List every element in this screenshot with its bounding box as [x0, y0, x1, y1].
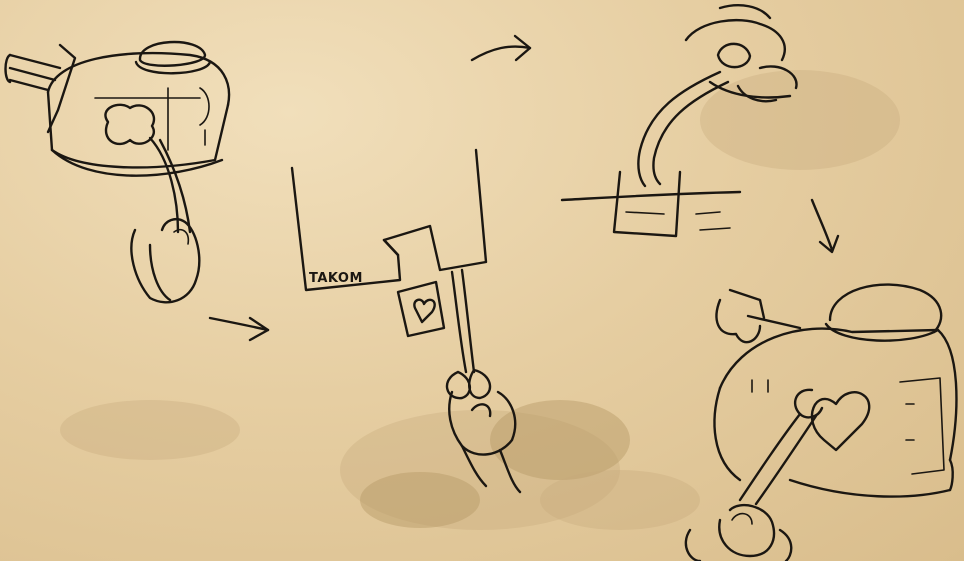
turret-sketch-icon	[6, 42, 230, 176]
paper-stains	[60, 70, 900, 530]
arrow-icon	[812, 200, 838, 252]
decal-sheet: TAKOM	[292, 150, 486, 290]
hand-sketch-icon	[686, 390, 822, 561]
heart-decal-icon	[398, 282, 444, 336]
water-dish-icon	[562, 172, 740, 236]
sticker-label: TAKOM	[309, 271, 363, 286]
hand-sketch-icon	[131, 138, 199, 302]
arrow-icon	[210, 318, 268, 340]
arrow-icon	[472, 36, 530, 60]
scissors-sketch-icon	[447, 270, 490, 398]
turret-sketch-icon	[715, 285, 957, 497]
heart-decal-icon	[812, 392, 869, 450]
